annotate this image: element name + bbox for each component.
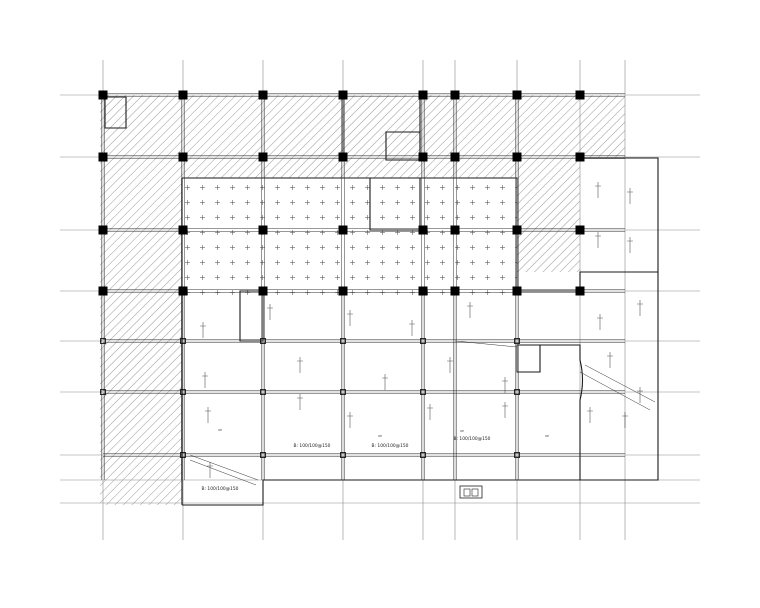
- column-small: [180, 338, 186, 344]
- column: [418, 90, 428, 100]
- column: [98, 152, 108, 162]
- column: [450, 90, 460, 100]
- column-small: [180, 452, 186, 458]
- column: [575, 90, 585, 100]
- room-tag: UP: [378, 434, 382, 438]
- column: [258, 152, 268, 162]
- column: [98, 90, 108, 100]
- hatched-existing-areas: [100, 95, 625, 505]
- column: [178, 286, 188, 296]
- room-tag: UP: [218, 428, 222, 432]
- room-tag-group: UP UP UP UP: [218, 428, 549, 438]
- diagonal-beam: [454, 340, 518, 348]
- column: [512, 286, 522, 296]
- wall-outline: [104, 96, 127, 129]
- column: [338, 152, 348, 162]
- column: [178, 152, 188, 162]
- slab-label: B: 100/100@150: [372, 443, 409, 449]
- slab-label: B: 100/100@150: [202, 486, 239, 492]
- diagonal-beam: [189, 454, 259, 481]
- slab-label: B: 100/100@150: [294, 443, 331, 449]
- column: [98, 225, 108, 235]
- cross-panel: [182, 178, 517, 295]
- diagonal-beam: [584, 364, 656, 403]
- column-small: [420, 452, 426, 458]
- room-tag: UP: [545, 434, 549, 438]
- column: [178, 90, 188, 100]
- cross-pattern-slab-panels: [182, 178, 517, 295]
- wall-outlines: [104, 95, 659, 506]
- column: [258, 90, 268, 100]
- diagonal-beam: [579, 371, 651, 411]
- structural-columns: [98, 90, 585, 458]
- column: [418, 286, 428, 296]
- column-small: [340, 338, 346, 344]
- column: [258, 225, 268, 235]
- column: [512, 90, 522, 100]
- diagonal-beam: [189, 459, 257, 486]
- column: [450, 286, 460, 296]
- bottom-marker: [459, 485, 483, 499]
- wall-outline: [182, 272, 659, 506]
- column: [338, 225, 348, 235]
- column: [575, 225, 585, 235]
- column-small: [420, 389, 426, 395]
- column-small: [420, 338, 426, 344]
- column-small: [260, 338, 266, 344]
- dimension-annotations: [200, 182, 643, 478]
- column-small: [340, 389, 346, 395]
- column-small: [100, 389, 106, 395]
- column: [450, 225, 460, 235]
- column-small: [514, 389, 520, 395]
- column: [178, 225, 188, 235]
- column: [512, 152, 522, 162]
- column: [98, 286, 108, 296]
- column-small: [100, 338, 106, 344]
- column-small: [180, 389, 186, 395]
- column: [512, 225, 522, 235]
- column: [575, 286, 585, 296]
- column: [450, 152, 460, 162]
- wall-outline: [517, 344, 584, 480]
- wall-outline: [182, 157, 659, 292]
- slab-label: B: 100/100@150: [454, 436, 491, 442]
- column-small: [514, 338, 520, 344]
- wall-outline: [516, 344, 541, 373]
- column: [418, 152, 428, 162]
- wall-outline: [239, 290, 264, 342]
- hatched-area: [100, 95, 625, 505]
- column: [258, 286, 268, 296]
- column-small: [340, 452, 346, 458]
- column: [575, 152, 585, 162]
- column-small: [260, 452, 266, 458]
- column: [418, 225, 428, 235]
- column-small: [514, 452, 520, 458]
- slab-label-group: B: 100/100@150 B: 100/100@150 B: 100/100…: [202, 436, 491, 492]
- column-small: [260, 389, 266, 395]
- column: [338, 286, 348, 296]
- room-tag: UP: [460, 429, 464, 433]
- column: [338, 90, 348, 100]
